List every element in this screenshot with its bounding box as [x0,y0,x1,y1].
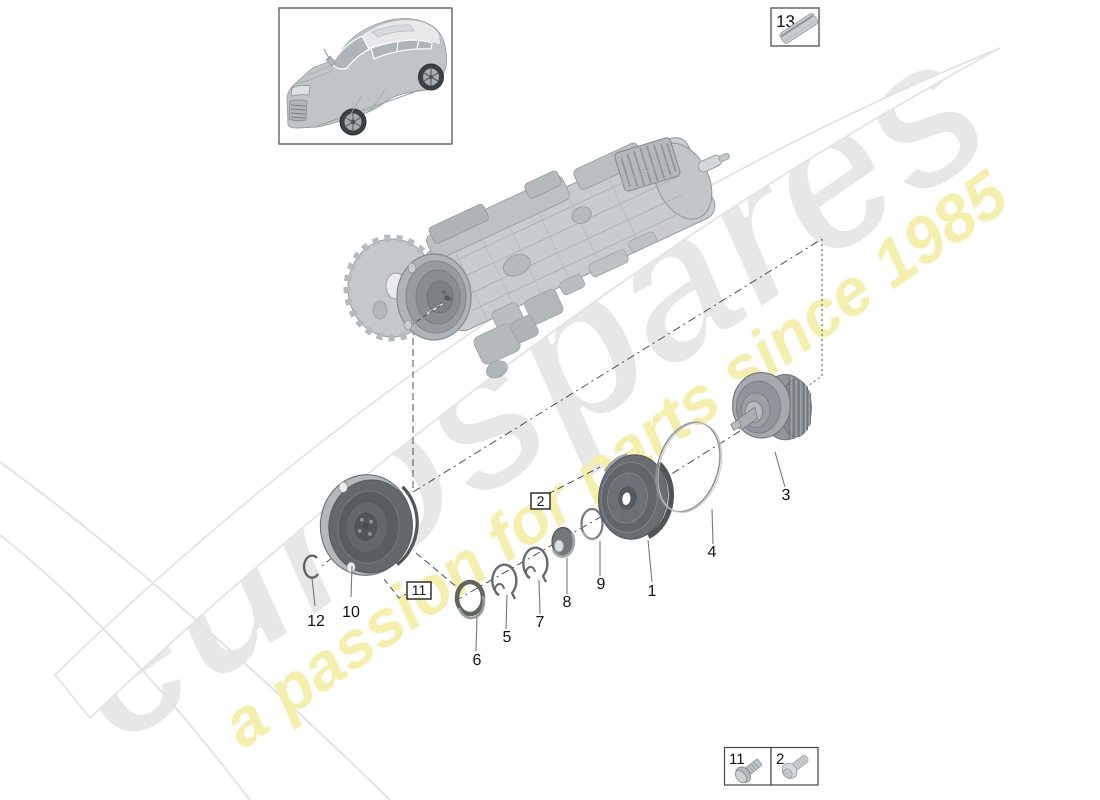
svg-text:13: 13 [776,12,795,31]
svg-text:2: 2 [776,751,784,768]
svg-text:1: 1 [648,583,657,600]
svg-text:11: 11 [412,582,427,598]
svg-text:2: 2 [537,493,545,509]
svg-text:9: 9 [597,576,606,593]
svg-text:6: 6 [473,652,482,669]
svg-text:11: 11 [729,751,745,768]
svg-text:4: 4 [708,544,717,561]
svg-text:5: 5 [503,629,512,646]
svg-text:12: 12 [307,613,325,630]
svg-text:7: 7 [536,614,545,631]
svg-text:10: 10 [342,604,360,621]
svg-text:8: 8 [563,594,572,611]
svg-text:3: 3 [782,487,791,504]
